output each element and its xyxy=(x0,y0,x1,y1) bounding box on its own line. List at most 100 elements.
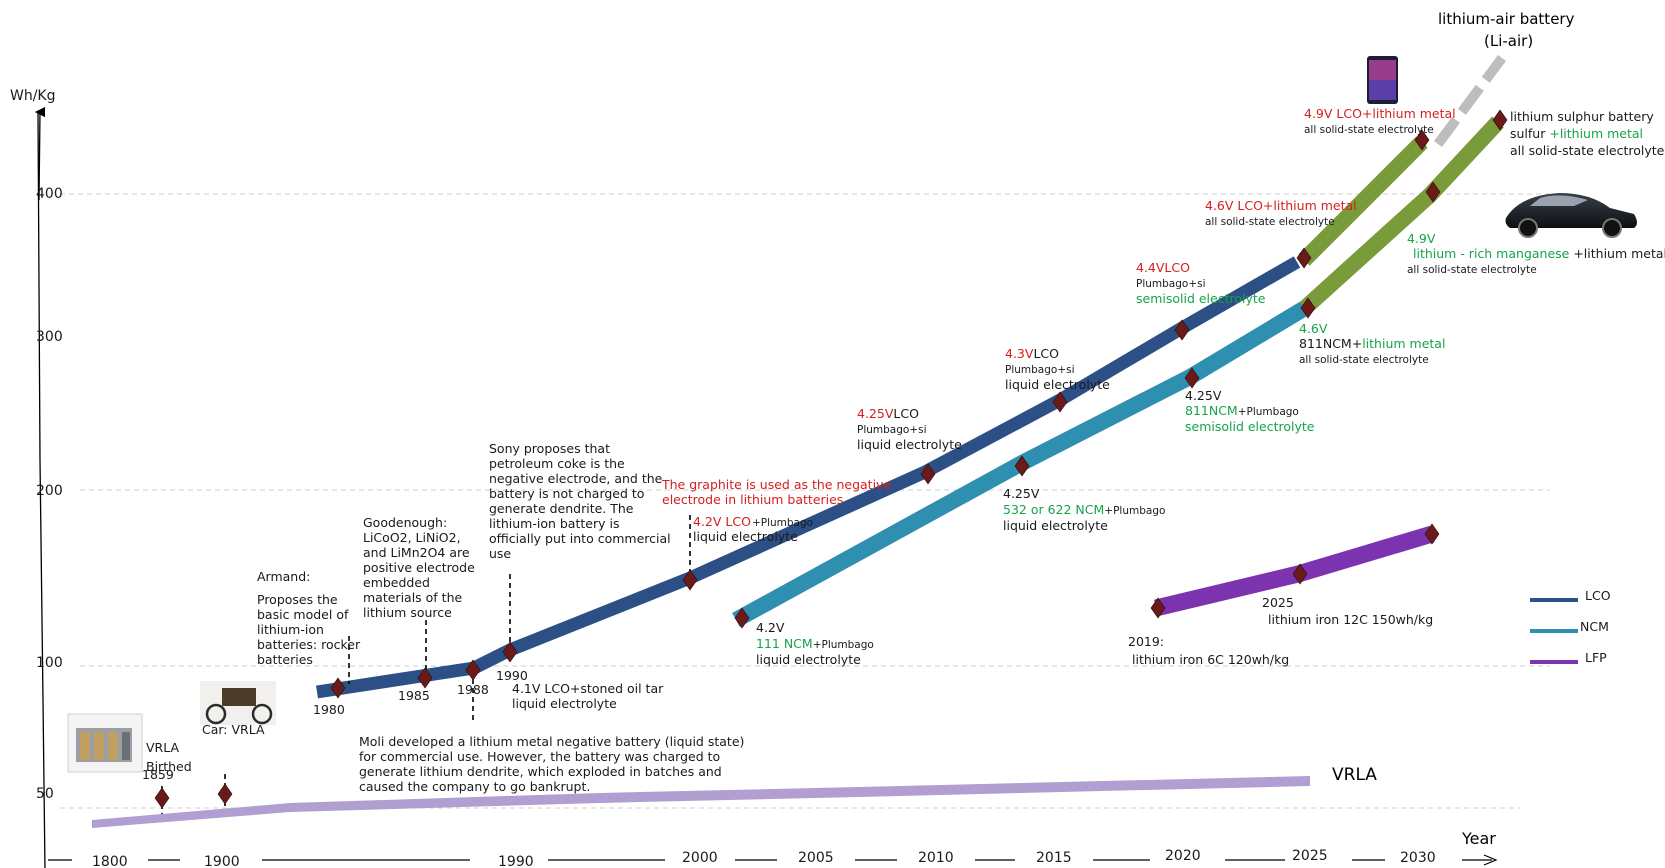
armand-title: Armand: xyxy=(257,569,310,584)
svg-text:officially put into commercial: officially put into commercial xyxy=(489,531,671,546)
lis-line3: all solid-state electrolyte xyxy=(1510,143,1665,158)
marker-ncm-46 xyxy=(1300,297,1316,319)
marker-lco-49 xyxy=(1414,129,1430,151)
lfp2025-line2: lithium iron 12C 150wh/kg xyxy=(1268,612,1433,627)
lco425-line1: 4.25VLCO xyxy=(857,406,919,421)
label-1988: 1988 xyxy=(457,682,489,697)
ncm42-line2: 111 NCM+Plumbago xyxy=(756,636,874,651)
lco44-line3: semisolid electrolyte xyxy=(1136,291,1266,306)
lco43-line3: liquid electrolyte xyxy=(1005,377,1110,392)
lfp2025-line1: 2025 xyxy=(1262,595,1294,610)
lfp2019-line2: lithium iron 6C 120wh/kg xyxy=(1132,652,1289,667)
ncm46-line1: 4.6V xyxy=(1299,321,1328,336)
x-axis-title: Year xyxy=(1461,829,1496,848)
x-tick-2020: 2020 xyxy=(1165,848,1201,864)
car-vrla-label: Car: VRLA xyxy=(202,722,265,737)
graphite-line2: electrode in lithium batteries xyxy=(662,492,843,507)
vintage-car-image xyxy=(200,681,276,725)
lco43-line1: 4.3VLCO xyxy=(1005,346,1059,361)
x-tick-2010: 2010 xyxy=(918,850,954,866)
x-tick-1900: 1900 xyxy=(204,854,240,868)
lco49-line2: all solid-state electrolyte xyxy=(1304,124,1434,136)
svg-text:batteries: rocker: batteries: rocker xyxy=(257,637,361,652)
lco42-line2: liquid electrolyte xyxy=(693,529,798,544)
legend-label-lfp: LFP xyxy=(1585,650,1607,665)
lco44-line2: Plumbago+si xyxy=(1136,278,1206,290)
y-tick-200: 200 xyxy=(36,483,63,499)
svg-text:battery is not charged to: battery is not charged to xyxy=(489,486,644,501)
legend: LCO NCM LFP xyxy=(1530,588,1611,665)
markers xyxy=(154,109,1508,809)
x-tick-1800: 1800 xyxy=(92,854,128,868)
lco41-line1: 4.1V LCO+stoned oil tar xyxy=(512,681,664,696)
marker-1859 xyxy=(154,787,170,809)
x-tick-labels: 1800 1900 1990 2000 2005 2010 2015 2020 … xyxy=(92,829,1496,868)
lis-line1: lithium sulphur battery xyxy=(1510,109,1654,124)
svg-text:Goodenough:: Goodenough: xyxy=(363,515,447,530)
electric-car-image xyxy=(1505,193,1637,238)
ncm-future-segment xyxy=(1299,116,1504,314)
legend-label-ncm: NCM xyxy=(1580,619,1609,634)
svg-text:positive electrode: positive electrode xyxy=(363,560,475,575)
y-tick-50: 50 xyxy=(36,786,54,802)
x-tick-2030: 2030 xyxy=(1400,850,1436,866)
label-1985: 1985 xyxy=(398,688,430,703)
marker-lfp-2025 xyxy=(1292,563,1308,585)
ncm49-line1: 4.9V xyxy=(1407,231,1436,246)
ncm42-line3: liquid electrolyte xyxy=(756,652,861,667)
lco-line xyxy=(316,256,1301,699)
y-axis-title: Wh/Kg xyxy=(10,88,56,104)
marker-ncm-425 xyxy=(1014,455,1030,477)
marker-lfp-2019 xyxy=(1150,597,1166,619)
x-tick-1990: 1990 xyxy=(498,854,534,868)
svg-text:lithium-ion: lithium-ion xyxy=(257,622,324,637)
marker-ncm-49 xyxy=(1425,181,1441,203)
ncm425b-line3: semisolid electrolyte xyxy=(1185,419,1315,434)
lfp2019-line1: 2019: xyxy=(1128,634,1164,649)
marker-lco-46 xyxy=(1296,247,1312,269)
svg-text:and LiMn2O4 are: and LiMn2O4 are xyxy=(363,545,470,560)
vrla-label: VRLA xyxy=(1332,765,1377,785)
label-1859: 1859 xyxy=(142,767,174,782)
ncm425-line1: 4.25V xyxy=(1003,486,1040,501)
legend-label-lco: LCO xyxy=(1585,588,1611,603)
lco46-line1: 4.6V LCO+lithium metal xyxy=(1205,198,1357,213)
marker-ncm-42 xyxy=(734,607,750,629)
svg-text:petroleum coke is the: petroleum coke is the xyxy=(489,456,625,471)
marker-1990 xyxy=(502,641,518,663)
svg-text:lithium source: lithium source xyxy=(363,605,452,620)
marker-1988 xyxy=(465,659,481,681)
marker-1900 xyxy=(217,783,233,805)
ncm-line xyxy=(732,301,1310,628)
svg-text:negative electrode, and the: negative electrode, and the xyxy=(489,471,663,486)
x-tick-2015: 2015 xyxy=(1036,850,1072,866)
x-axis xyxy=(48,854,1498,866)
goodenough-text: Goodenough: LiCoO2, LiNiO2, and LiMn2O4 … xyxy=(363,515,475,620)
ncm425-line3: liquid electrolyte xyxy=(1003,518,1108,533)
svg-text:LiCoO2, LiNiO2,: LiCoO2, LiNiO2, xyxy=(363,530,461,545)
svg-text:Proposes the: Proposes the xyxy=(257,592,338,607)
ncm46-line2: 811NCM+lithium metal xyxy=(1299,336,1445,351)
sony-text: Sony proposes that petroleum coke is the… xyxy=(489,441,671,561)
y-axis: Wh/Kg 400 300 200 100 50 xyxy=(10,88,63,868)
moli-text: Moli developed a lithium metal negative … xyxy=(359,734,744,794)
lco425-line2: Plumbago+si xyxy=(857,424,927,436)
svg-text:generate dendrite. The: generate dendrite. The xyxy=(489,501,634,516)
y-tick-100: 100 xyxy=(36,655,63,671)
lco425-line3: liquid electrolyte xyxy=(857,437,962,452)
svg-text:generate lithium dendrite, whi: generate lithium dendrite, which explode… xyxy=(359,764,722,779)
x-tick-2005: 2005 xyxy=(798,850,834,866)
lco43-line2: Plumbago+si xyxy=(1005,364,1075,376)
lco46-line2: all solid-state electrolyte xyxy=(1205,216,1335,228)
li-air-label-line1: lithium-air battery xyxy=(1438,10,1575,28)
ncm46-line3: all solid-state electrolyte xyxy=(1299,354,1429,366)
graphite-line1: The graphite is used as the negative xyxy=(661,477,891,492)
li-air-dashed-line xyxy=(1433,55,1507,147)
svg-text:lithium-ion battery is: lithium-ion battery is xyxy=(489,516,619,531)
vrla-birth-line1: VRLA xyxy=(146,740,179,755)
vrla-birth-line2: Birthed xyxy=(146,759,192,774)
y-tick-300: 300 xyxy=(36,329,63,345)
svg-text:batteries: batteries xyxy=(257,652,313,667)
smartphone-image xyxy=(1367,56,1398,104)
